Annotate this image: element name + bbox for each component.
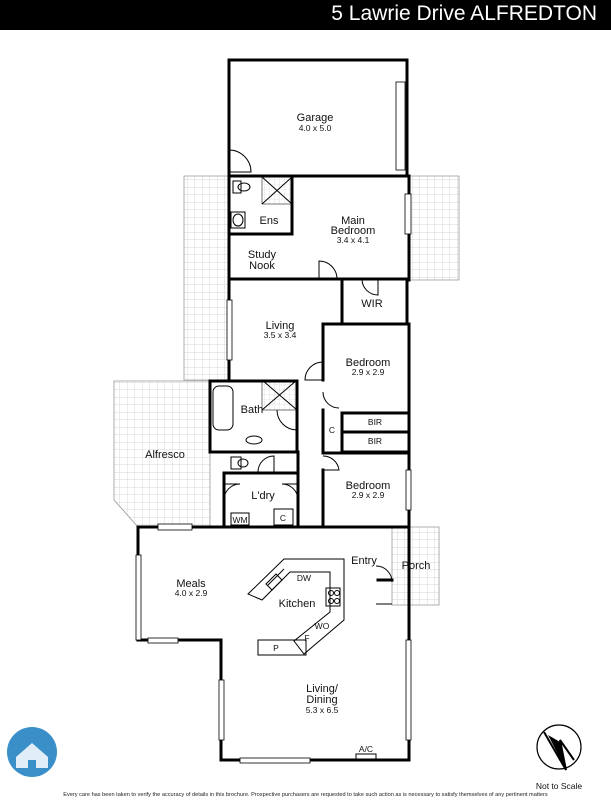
vanity-ens bbox=[230, 211, 246, 229]
garage-label: Garage bbox=[297, 112, 334, 124]
living-window bbox=[226, 299, 233, 361]
laundry-door-right bbox=[281, 483, 299, 501]
bir1-label: BIR bbox=[368, 417, 382, 427]
fridge-label: F bbox=[304, 633, 309, 643]
kitchen-bench-inner bbox=[267, 568, 285, 586]
bedroom2-label: Bedroom bbox=[346, 357, 391, 369]
basin-ens bbox=[232, 213, 244, 227]
laundry-c-box bbox=[273, 508, 294, 526]
wir-door bbox=[361, 278, 379, 296]
living-dining-label-1: Living/ bbox=[306, 683, 339, 695]
laundry-door bbox=[257, 455, 275, 473]
bath-shower-cross bbox=[261, 379, 298, 411]
bedroom2-door-b bbox=[322, 391, 340, 409]
meals-window-bottom bbox=[147, 637, 179, 644]
laundry-c-label: C bbox=[280, 513, 286, 523]
bedroom3-dims: 2.9 x 2.9 bbox=[352, 490, 385, 500]
doors bbox=[223, 149, 393, 605]
kitchen-island bbox=[257, 639, 307, 656]
laundry-label: L'dry bbox=[251, 490, 275, 502]
meals-window-top bbox=[157, 523, 193, 531]
wm-label: WM bbox=[232, 515, 247, 525]
kitchen-label: Kitchen bbox=[279, 598, 316, 610]
living-dims: 3.5 x 3.4 bbox=[264, 330, 297, 340]
entry-door bbox=[375, 565, 393, 583]
disclaimer-text: Every care has been taken to verify the … bbox=[63, 792, 548, 798]
ens-label: Ens bbox=[260, 215, 279, 227]
room-labels: Garage 4.0 x 5.0 Ens Main Bedroom 3.4 x … bbox=[145, 112, 430, 754]
bedroom3-door bbox=[322, 455, 340, 471]
bath-door bbox=[276, 409, 298, 431]
toilet-ens-bowl bbox=[237, 182, 251, 192]
bedroom3-label: Bedroom bbox=[346, 480, 391, 492]
fixtures bbox=[212, 176, 377, 761]
north-arrow-icon: Not to Scale bbox=[536, 724, 583, 791]
toilet-ens bbox=[232, 180, 242, 194]
bedroom2-door bbox=[304, 361, 324, 381]
bedroom2-dims: 2.9 x 2.9 bbox=[352, 367, 385, 377]
sink-icon bbox=[265, 573, 283, 591]
ac-label: A/C bbox=[359, 744, 373, 754]
left-deck-tiles bbox=[183, 175, 230, 381]
main-bedroom-label-2: Bedroom bbox=[331, 225, 376, 237]
wm-box bbox=[230, 512, 250, 526]
bedroom3-window bbox=[405, 469, 412, 511]
entry-label: Entry bbox=[351, 555, 377, 567]
toilet-wc bbox=[230, 456, 242, 470]
main-bedroom-dims: 3.4 x 4.1 bbox=[337, 235, 370, 245]
living-dining-label-2: Dining bbox=[306, 694, 337, 706]
wall-oven-label: WO bbox=[315, 621, 330, 631]
living-dining-window-bottom bbox=[239, 757, 311, 764]
toilet-wc-bowl bbox=[237, 458, 249, 468]
living-dining-window-right bbox=[405, 639, 412, 741]
page-title: 5 Lawrie Drive ALFREDTON bbox=[331, 2, 597, 25]
bathtub bbox=[212, 385, 234, 431]
main-bedroom-label-1: Main bbox=[341, 215, 365, 227]
not-to-scale-label: Not to Scale bbox=[536, 781, 583, 791]
garage-door bbox=[228, 149, 252, 173]
right-deck-tiles bbox=[408, 175, 460, 281]
bath-basin bbox=[245, 435, 263, 445]
study-nook-label-2: Nook bbox=[249, 260, 275, 272]
wir-label: WIR bbox=[361, 298, 382, 310]
porch-label: Porch bbox=[402, 560, 431, 572]
bath-label: Bath bbox=[241, 404, 264, 416]
bir-closet-label: C bbox=[329, 425, 335, 435]
living-label: Living bbox=[266, 320, 295, 332]
garage-dims: 4.0 x 5.0 bbox=[299, 123, 332, 133]
meals-label: Meals bbox=[176, 578, 206, 590]
laundry-door-left bbox=[223, 483, 241, 501]
pantry-label: P bbox=[273, 643, 279, 653]
garage-window bbox=[395, 81, 406, 171]
header-bar: 5 Lawrie Drive ALFREDTON bbox=[0, 0, 611, 30]
bir2-label: BIR bbox=[368, 436, 382, 446]
cooktop bbox=[325, 587, 341, 607]
study-nook-label-1: Study bbox=[248, 249, 277, 261]
alfresco-label: Alfresco bbox=[145, 449, 185, 461]
study-door bbox=[318, 260, 338, 280]
company-logo-icon bbox=[7, 727, 57, 777]
meals-dims: 4.0 x 2.9 bbox=[175, 588, 208, 598]
tiled-areas bbox=[113, 175, 460, 606]
ac-unit bbox=[355, 753, 377, 761]
dishwasher-label: DW bbox=[297, 573, 311, 583]
meals-window-left bbox=[135, 554, 142, 641]
ens-shower-cross bbox=[261, 176, 293, 205]
living-dining-dims: 5.3 x 6.5 bbox=[306, 705, 339, 715]
bedroom-window bbox=[404, 193, 412, 235]
windows bbox=[135, 81, 412, 764]
living-dining-window-left bbox=[218, 679, 225, 741]
